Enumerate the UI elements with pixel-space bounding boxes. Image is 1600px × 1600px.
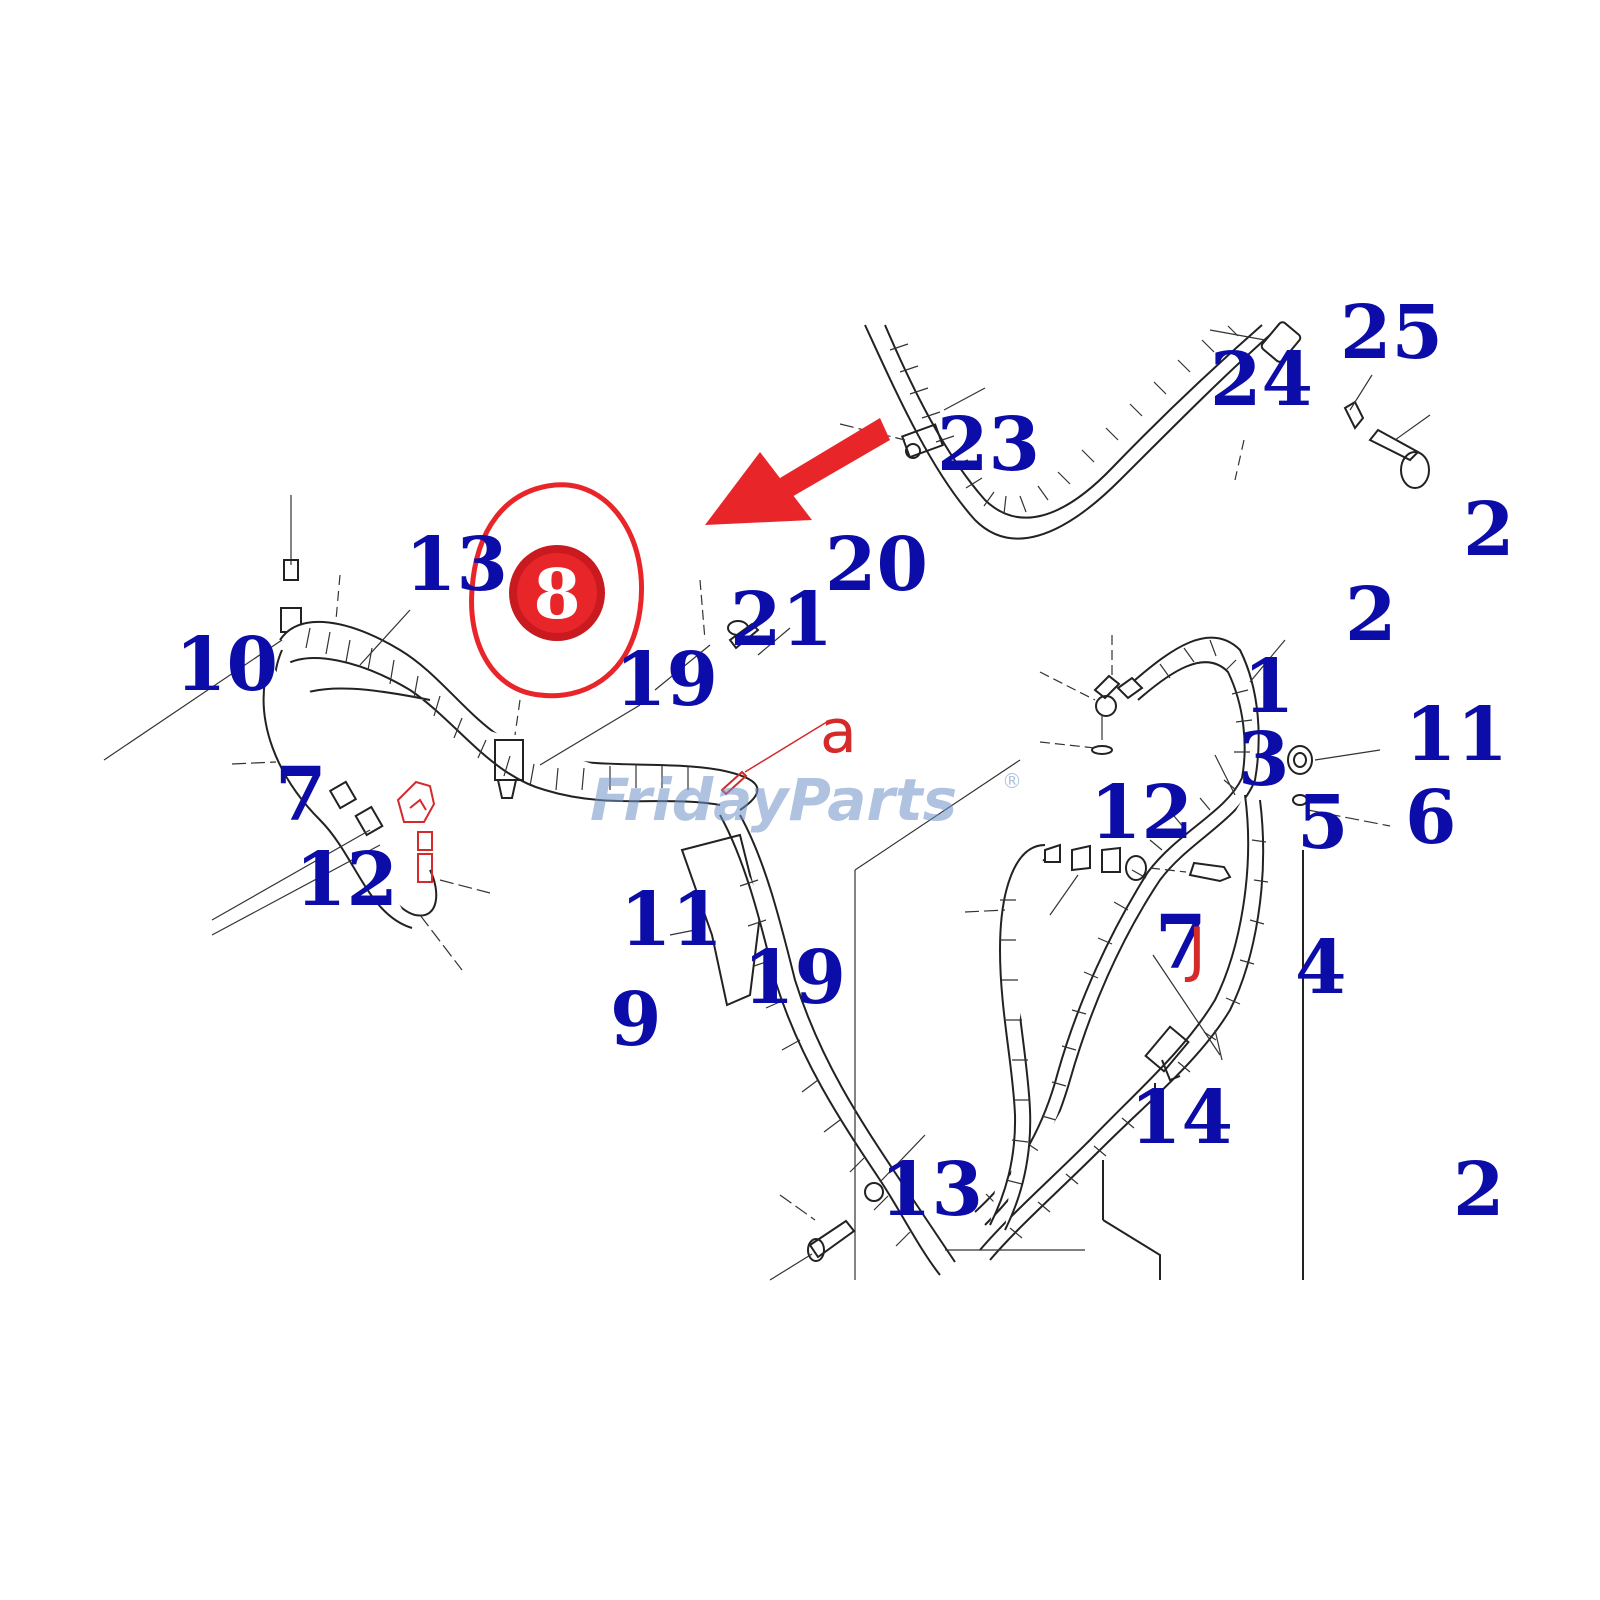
callout-23: 23: [937, 402, 1040, 488]
callout-2: 2: [1453, 1147, 1505, 1233]
highlight-marker: 8: [469, 482, 644, 699]
callout-10: 10: [175, 622, 278, 708]
callout-24: 24: [1210, 337, 1313, 423]
callout-5: 5: [1297, 780, 1349, 866]
callout-13: 13: [880, 1147, 983, 1233]
callout-13: 13: [405, 522, 508, 608]
callout-7: 7: [275, 752, 327, 838]
callout-19: 19: [743, 935, 846, 1021]
callout-7: 7: [1155, 900, 1207, 986]
watermark-text: FridayParts: [590, 766, 957, 834]
label-a: a: [820, 697, 857, 767]
callout-11: 11: [1405, 692, 1508, 778]
callout-numbers: 13 10 19 21 20 23 24 25 2 2 1 3 11 5 6 1…: [175, 290, 1515, 1233]
callout-12: 12: [295, 837, 398, 923]
callout-12: 12: [1090, 770, 1193, 856]
drawing-linework: [103, 321, 1431, 1281]
callout-2: 2: [1345, 572, 1397, 658]
callout-19: 19: [615, 637, 718, 723]
callout-4: 4: [1295, 925, 1347, 1011]
highlight-number: 8: [533, 555, 580, 635]
callout-25: 25: [1340, 290, 1443, 376]
red-labels: a J: [820, 697, 1206, 985]
pointer-arrow: [705, 418, 890, 525]
callout-20: 20: [825, 522, 928, 608]
callout-9: 9: [610, 977, 662, 1063]
highlighted-connector: [396, 780, 436, 883]
callout-2: 2: [1463, 487, 1515, 573]
callout-1: 1: [1243, 644, 1295, 730]
label-j: J: [1184, 915, 1206, 985]
watermark-trademark: ®: [1002, 769, 1022, 793]
callout-3: 3: [1238, 717, 1290, 803]
callout-11: 11: [620, 877, 723, 963]
callout-21: 21: [730, 577, 833, 663]
callout-14: 14: [1130, 1075, 1233, 1161]
callout-6: 6: [1405, 775, 1457, 861]
watermark: FridayParts ®: [590, 766, 1022, 834]
